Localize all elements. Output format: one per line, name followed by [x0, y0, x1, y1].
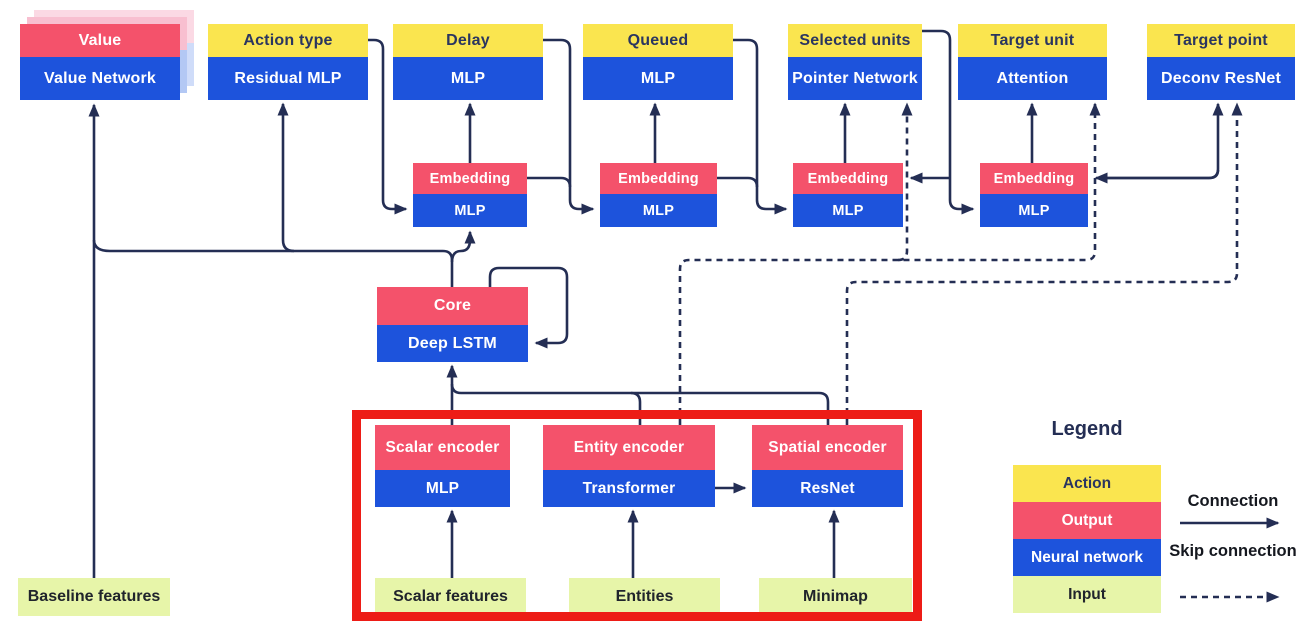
block-embedding-3-network: MLP [793, 194, 903, 227]
edge-embedding4-to-targetpoint [1100, 102, 1224, 180]
block-action-type-action: Action type [208, 24, 368, 57]
block-selected-units: Selected units Pointer Network [788, 24, 922, 100]
edge-spatial-to-lstm [450, 383, 830, 425]
block-embedding-1-output: Embedding [413, 163, 527, 194]
legend-swatch-neural-network: Neural network [1013, 539, 1161, 576]
edge-queued-to-embedding3 [733, 38, 788, 215]
edge-actiontype-to-embedding1 [368, 38, 408, 215]
skip-entity-to-attention [678, 102, 1101, 425]
input-scalar-features: Scalar features [375, 578, 526, 616]
input-entities: Entities [569, 578, 720, 616]
edge-delay-to-embedding2 [543, 38, 595, 215]
block-embedding-3-output: Embedding [793, 163, 903, 194]
block-target-point-action: Target point [1147, 24, 1295, 57]
block-embedding-4-network: MLP [980, 194, 1088, 227]
block-embedding-3: Embedding MLP [793, 163, 903, 227]
block-delay-action: Delay [393, 24, 543, 57]
legend-swatch-output: Output [1013, 502, 1161, 539]
block-queued-network: MLP [583, 57, 733, 100]
skip-spatial-to-targetpoint [845, 102, 1243, 425]
block-selected-units-network: Pointer Network [788, 57, 922, 100]
block-target-unit-network: Attention [958, 57, 1107, 100]
block-embedding-2-output: Embedding [600, 163, 717, 194]
block-core-output: Core [377, 287, 528, 325]
edge-core-out-left [92, 239, 454, 287]
block-action-type-network: Residual MLP [208, 57, 368, 100]
block-spatial-encoder: Spatial encoder ResNet [752, 425, 903, 507]
block-delay-network: MLP [393, 57, 543, 100]
input-baseline-features: Baseline features [18, 578, 170, 616]
block-action-type: Action type Residual MLP [208, 24, 368, 100]
legend-swatch-input: Input [1013, 576, 1161, 613]
block-spatial-encoder-output: Spatial encoder [752, 425, 903, 470]
block-core-network: Deep LSTM [377, 325, 528, 362]
block-queued: Queued MLP [583, 24, 733, 100]
legend-connection-label: Connection [1187, 492, 1279, 510]
edge-embedding1-out [527, 176, 572, 188]
block-scalar-encoder-output: Scalar encoder [375, 425, 510, 470]
edge-lstm-loop [488, 266, 569, 349]
block-embedding-1-network: MLP [413, 194, 527, 227]
edge-embedding2-out [717, 176, 759, 188]
block-value: Value Value Network [20, 24, 180, 100]
input-minimap: Minimap [759, 578, 912, 616]
legend-swatch-action: Action [1013, 465, 1161, 502]
block-delay: Delay MLP [393, 24, 543, 100]
block-queued-action: Queued [583, 24, 733, 57]
block-entity-encoder-network: Transformer [543, 470, 715, 507]
edge-core-to-residual-mlp [277, 102, 295, 253]
block-scalar-encoder: Scalar encoder MLP [375, 425, 510, 507]
block-target-point-network: Deconv ResNet [1147, 57, 1295, 100]
edge-core-to-embedding1 [450, 230, 476, 263]
block-target-point: Target point Deconv ResNet [1147, 24, 1295, 100]
block-entity-encoder: Entity encoder Transformer [543, 425, 715, 507]
block-embedding-1: Embedding MLP [413, 163, 527, 227]
legend-skip-connection-label: Skip connection [1169, 542, 1297, 560]
block-value-network: Value Network [20, 57, 180, 100]
block-target-unit-action: Target unit [958, 24, 1107, 57]
block-embedding-4-output: Embedding [980, 163, 1088, 194]
legend-title: Legend [1051, 418, 1123, 440]
block-selected-units-action: Selected units [788, 24, 922, 57]
block-value-output: Value [20, 24, 180, 57]
block-embedding-2: Embedding MLP [600, 163, 717, 227]
block-embedding-2-network: MLP [600, 194, 717, 227]
edge-entity-to-lstm [630, 391, 642, 425]
block-core: Core Deep LSTM [377, 287, 528, 362]
edge-selected-to-embedding4 [922, 29, 975, 215]
skip-entity-to-pointer [897, 102, 913, 262]
block-target-unit: Target unit Attention [958, 24, 1107, 100]
block-spatial-encoder-network: ResNet [752, 470, 903, 507]
block-scalar-encoder-network: MLP [375, 470, 510, 507]
block-entity-encoder-output: Entity encoder [543, 425, 715, 470]
block-embedding-4: Embedding MLP [980, 163, 1088, 227]
